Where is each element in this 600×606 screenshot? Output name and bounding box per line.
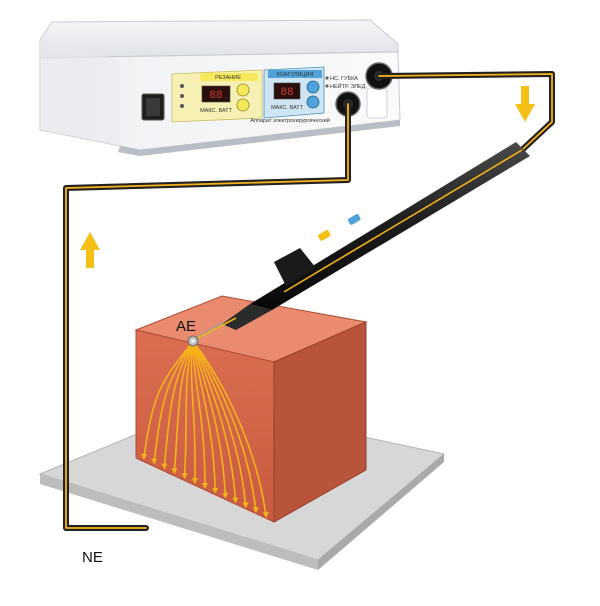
pen-coag-button[interactable] — [347, 213, 361, 225]
current-flow-arrowhead — [222, 492, 229, 499]
cut-panel: РЕЗАНИЕ 88 МАКС. ВАТТ — [171, 69, 263, 123]
socket-label-2: НЕЙТР. ЭЛЕД. — [330, 82, 367, 90]
device-name: Аппарат электрохирургический — [250, 117, 330, 124]
current-flow-lines — [141, 340, 269, 519]
circuit-wires — [63, 71, 555, 531]
electrosurgical-pen — [192, 142, 530, 342]
current-flow-line — [192, 340, 227, 497]
tissue-side — [273, 321, 367, 523]
device-top — [39, 19, 399, 59]
neutral-electrode-label: NE — [82, 549, 103, 566]
current-flow-arrowhead — [141, 453, 147, 460]
coag-down-button[interactable] — [306, 95, 320, 109]
current-flow-line — [143, 340, 194, 458]
current-flow-arrowhead — [263, 512, 269, 519]
current-flow-line — [192, 340, 206, 487]
current-flow-line — [192, 340, 267, 516]
arrow-down-icon — [515, 86, 535, 122]
svg-text:88: 88 — [209, 90, 222, 102]
current-flow-line — [173, 340, 194, 473]
cut-unit: МАКС. ВАТТ — [200, 108, 233, 114]
current-flow-arrowhead — [191, 478, 198, 485]
current-flow-arrowhead — [171, 468, 178, 475]
arrow-up-icon — [80, 232, 100, 268]
cut-panel-title: РЕЗАНИЕ — [215, 75, 241, 81]
current-flow-arrowhead — [151, 458, 158, 465]
current-flow-line — [183, 340, 194, 478]
cut-display — [201, 85, 231, 103]
current-flow-line — [192, 340, 237, 502]
socket-label-1: НС. ГУБКА — [330, 76, 358, 82]
current-flow-arrowhead — [202, 483, 208, 489]
cut-up-button[interactable] — [236, 83, 250, 97]
current-flow-arrowhead — [181, 473, 188, 480]
active-electrode-label: AE — [176, 318, 196, 335]
current-flow-line — [192, 340, 216, 492]
coag-unit: МАКС. ВАТТ — [271, 105, 304, 111]
coag-up-button[interactable] — [306, 80, 320, 94]
coag-panel-title: КОАГУЛЯЦИЯ — [277, 72, 314, 78]
current-flow-arrowhead — [252, 507, 259, 514]
pen-cut-button[interactable] — [317, 229, 331, 241]
current-flow-arrowhead — [161, 463, 168, 470]
current-flow-arrowhead — [212, 487, 219, 494]
current-flow-line — [192, 340, 247, 507]
current-flow-arrowhead — [242, 502, 249, 509]
active-electrode-tip — [187, 335, 199, 347]
current-flow-line — [192, 340, 257, 512]
current-flow-line — [190, 340, 196, 482]
svg-text:88: 88 — [280, 87, 293, 99]
electrosurgical-unit: РЕЗАНИЕ 88 МАКС. ВАТТ КОАГУЛЯЦИЯ 88 МАКС… — [39, 19, 401, 156]
cut-down-button[interactable] — [236, 98, 250, 112]
tissue-block — [134, 295, 368, 523]
coag-panel: КОАГУЛЯЦИЯ 88 МАКС. ВАТТ — [263, 66, 325, 119]
current-flow-line — [163, 340, 194, 468]
current-flow-arrowhead — [232, 497, 239, 504]
coag-display — [273, 82, 301, 100]
current-flow-line — [153, 340, 194, 463]
